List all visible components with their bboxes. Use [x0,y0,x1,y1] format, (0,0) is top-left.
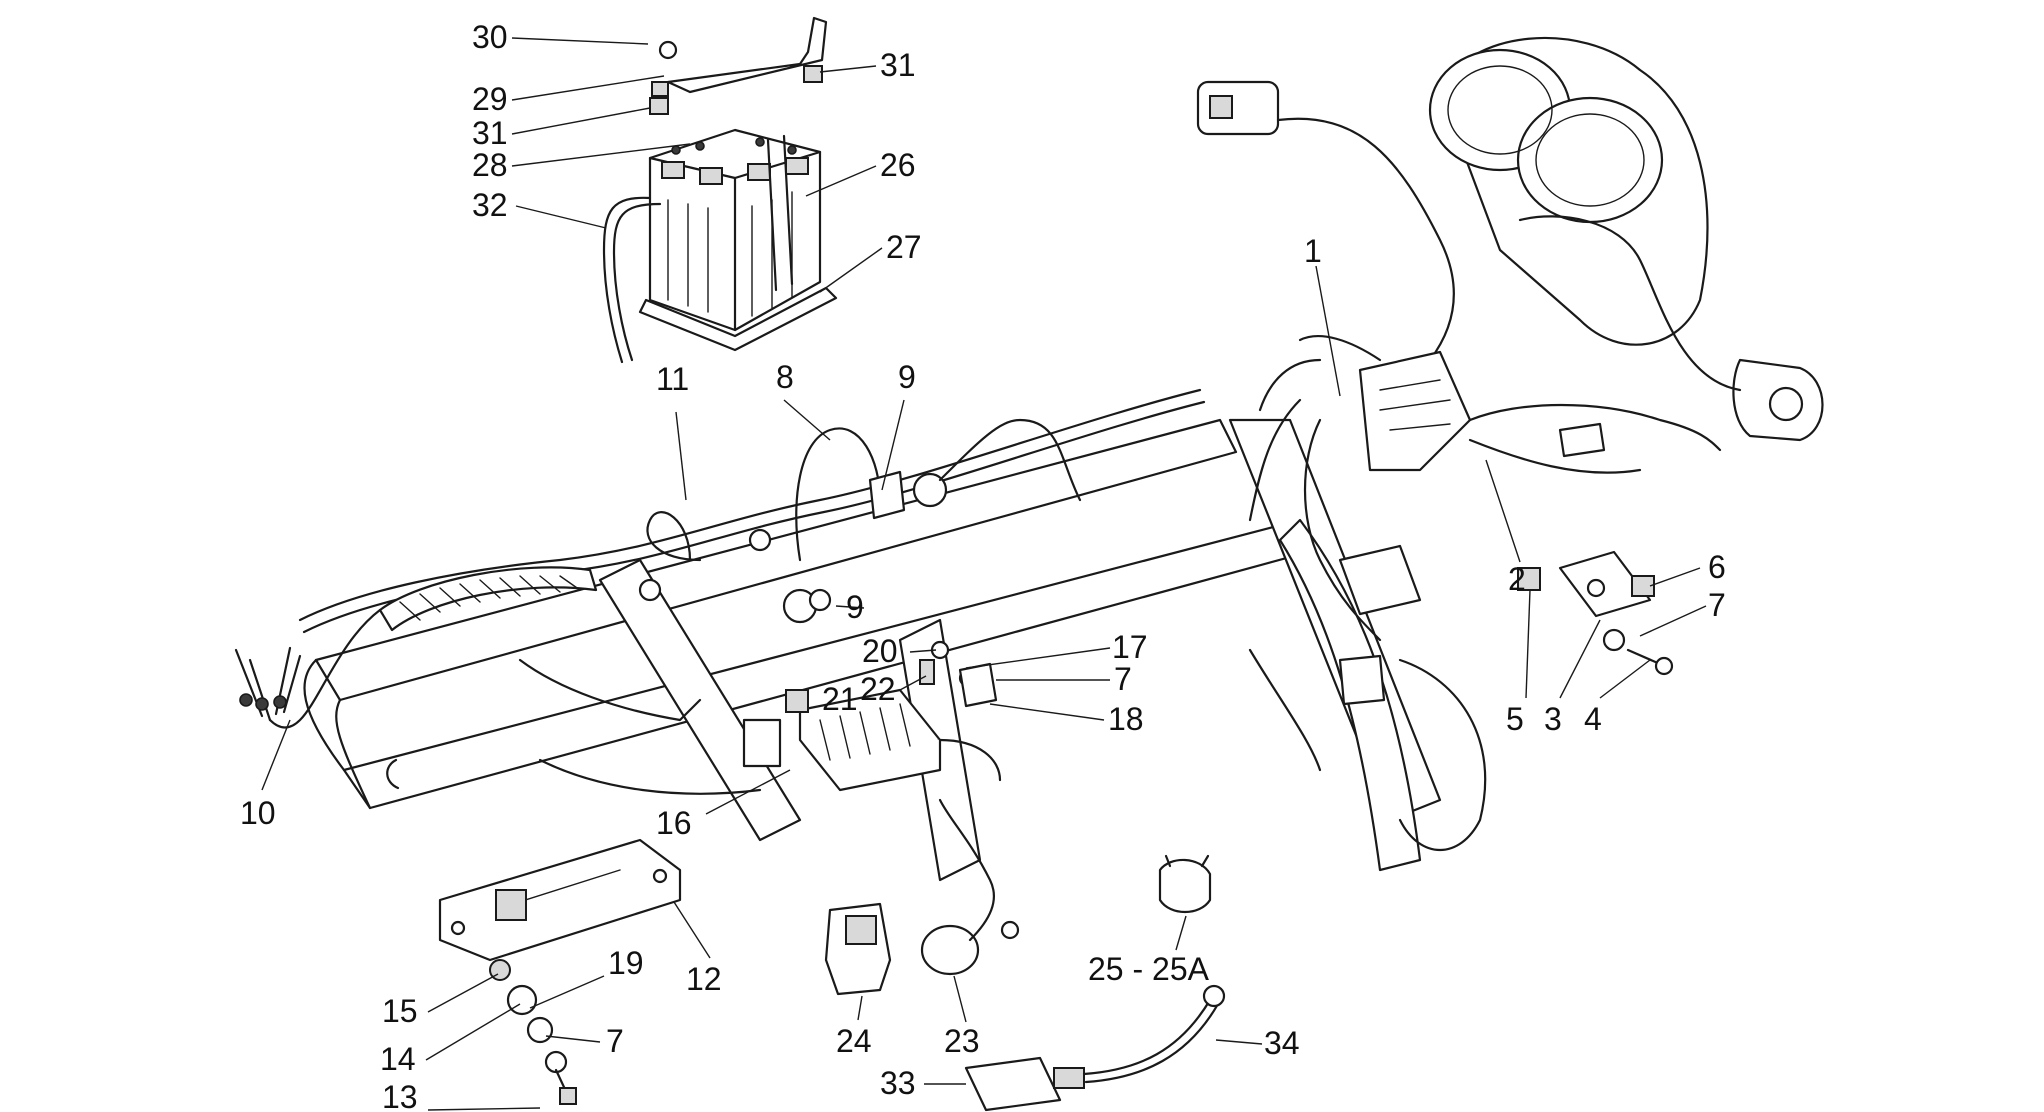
callout-32: 32 [472,187,508,223]
callout-5: 5 [1506,701,1524,737]
callout-2: 2 [1508,561,1526,597]
callout-6: 6 [1708,549,1726,585]
callout-33: 33 [880,1065,916,1101]
callout-24: 24 [836,1023,872,1059]
callout-29: 29 [472,81,508,117]
callout-labels: 30 31 29 31 28 26 32 27 11 8 9 9 1 2 6 7… [240,19,1726,1112]
callout-31-lower: 31 [472,115,508,151]
right-handlebar-switch [1518,215,1824,442]
left-handlebar-switch [1196,80,1455,362]
callout-10: 10 [240,795,276,831]
callout-16: 16 [656,805,692,841]
frame [303,418,1487,882]
callout-11: 11 [656,361,689,397]
regulator-plate [438,838,682,1105]
leader-lines [261,37,1707,1111]
callout-34: 34 [1264,1025,1300,1061]
right-small-parts [1517,550,1674,676]
callout-17: 17 [1112,629,1148,665]
callout-7-center: 7 [1114,661,1132,697]
callout-31-upper: 31 [880,47,916,83]
fuse-box [742,640,1002,792]
callout-14: 14 [380,1041,416,1077]
callout-20: 20 [862,633,898,669]
callout-4: 4 [1584,701,1602,737]
instrument-cluster [1428,36,1709,346]
callout-8: 8 [776,359,794,395]
callout-15: 15 [382,993,418,1029]
lower-parts [824,798,1226,1112]
callout-9-upper: 9 [898,359,916,395]
callout-18: 18 [1108,701,1144,737]
callout-1: 1 [1304,233,1322,269]
callout-28: 28 [472,147,508,183]
callout-26: 26 [880,147,916,183]
callout-7-right: 7 [1708,587,1726,623]
callout-22: 22 [860,671,896,707]
callout-12: 12 [686,961,722,997]
callout-13: 13 [382,1079,418,1112]
callout-27: 27 [886,229,922,265]
callout-23: 23 [944,1023,980,1059]
callout-9-lower: 9 [846,589,864,625]
callout-7-lower: 7 [606,1023,624,1059]
battery [638,128,838,352]
callout-25-25a: 25 - 25A [1088,951,1210,987]
callout-3: 3 [1544,701,1562,737]
callout-30: 30 [472,19,508,55]
callout-21: 21 [822,681,858,717]
battery-assembly [602,16,838,364]
callout-19: 19 [608,945,644,981]
wiring-harness [234,335,1722,729]
